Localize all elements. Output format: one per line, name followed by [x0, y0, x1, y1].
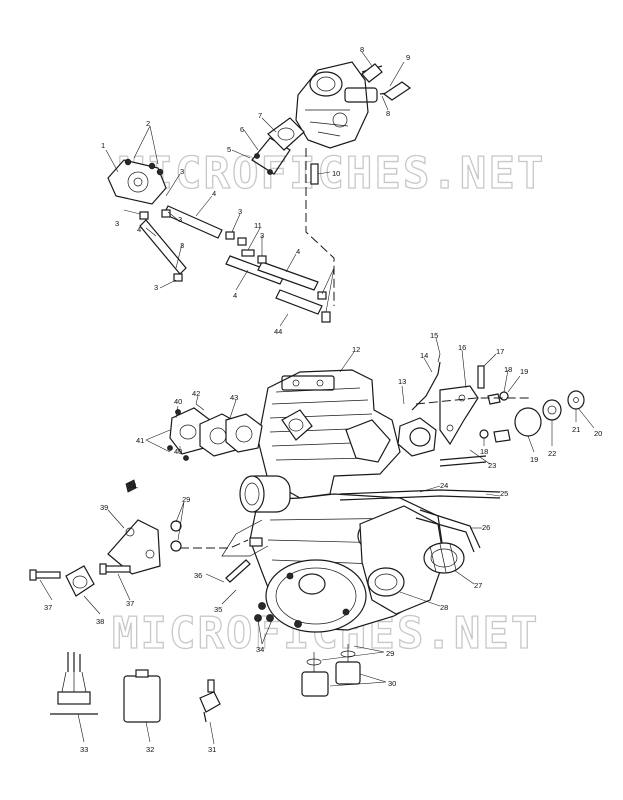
- callout: 37: [44, 603, 52, 612]
- adapter-7: [267, 117, 305, 151]
- callout: 42: [192, 389, 200, 398]
- callout: 4: [233, 291, 237, 300]
- callout: 3: [238, 207, 242, 216]
- callout: 17: [496, 347, 504, 356]
- cdi-box-32: [123, 669, 161, 723]
- callout: 39: [100, 503, 108, 512]
- callout-labels: 1 2 3 3 3 3 3 3 3 4 4 4 4 5 6 7 8 8 9 10…: [44, 45, 602, 754]
- callout: 7: [258, 111, 262, 120]
- front-mount-line: [180, 539, 249, 549]
- carburetor-assembly: [295, 61, 397, 149]
- callout: 5: [227, 145, 231, 154]
- callout: 19: [530, 455, 538, 464]
- callout: 18: [480, 447, 488, 456]
- wire-harness: [221, 519, 269, 583]
- callout: 6: [240, 125, 244, 134]
- callout: 43: [230, 393, 238, 402]
- callout: 41: [136, 436, 144, 445]
- callout: 44: [274, 327, 282, 336]
- mount-bolts-37: [29, 563, 131, 581]
- callout: 3: [180, 241, 184, 250]
- mount-route-line: [415, 397, 530, 405]
- hose-clamps-3: [139, 209, 331, 323]
- callout: 8: [360, 45, 364, 54]
- callout: 3: [178, 215, 182, 224]
- callout: 23: [128, 481, 136, 490]
- engine-mounts-30: [301, 644, 361, 697]
- leader-lines: [39, 51, 595, 745]
- callout: 36: [194, 571, 202, 580]
- front-mount-39: [107, 479, 182, 575]
- callout: 2: [146, 119, 150, 128]
- callout: 21: [572, 425, 580, 434]
- callout: 27: [474, 581, 482, 590]
- fuel-hoses-4: [139, 205, 323, 315]
- callout: 3: [180, 167, 184, 176]
- callout: 16: [458, 343, 466, 352]
- bracket-16: [439, 385, 479, 446]
- hose-route-line: [305, 148, 335, 306]
- callout: 23: [488, 461, 496, 470]
- callout: 4: [212, 189, 216, 198]
- callout: 29: [182, 495, 190, 504]
- sensor-33: [50, 652, 98, 715]
- callout: 4: [137, 225, 141, 234]
- watermark-top: MICROFICHES.NET: [118, 148, 545, 199]
- callout: 3: [154, 283, 158, 292]
- plug-10: [310, 163, 319, 185]
- callout: 19: [520, 367, 528, 376]
- gasket-43: [199, 413, 263, 457]
- callout: 20: [594, 429, 602, 438]
- callout: 22: [548, 449, 556, 458]
- switch-31: [199, 679, 221, 723]
- callout: 18: [504, 365, 512, 374]
- callout: 4: [296, 247, 300, 256]
- callout: 38: [96, 617, 104, 626]
- callout: 33: [80, 745, 88, 754]
- callout: 30: [388, 679, 396, 688]
- callout: 11: [254, 221, 262, 230]
- fuel-pump-1: [107, 158, 167, 205]
- callout: 29: [386, 649, 394, 658]
- oil-filter: [239, 475, 291, 513]
- callout: 34: [256, 645, 264, 654]
- callout: 8: [386, 109, 390, 118]
- gasket-6: [251, 137, 291, 175]
- callout: 12: [352, 345, 360, 354]
- callout: 31: [208, 745, 216, 754]
- boot-28: [367, 567, 405, 597]
- callout: 3: [260, 231, 264, 240]
- callout: 40: [174, 447, 182, 456]
- rubber-mount-38: [65, 565, 95, 597]
- callout: 15: [430, 331, 438, 340]
- callout: 14: [420, 351, 428, 360]
- stator-cover: [265, 559, 367, 633]
- engine-block: [257, 369, 437, 499]
- callout: 40: [174, 397, 182, 406]
- bolts-34: [254, 602, 302, 628]
- callout: 3: [115, 219, 119, 228]
- callout: 10: [332, 169, 340, 178]
- callout: 35: [214, 605, 222, 614]
- callout: 13: [398, 377, 406, 386]
- mount-parts-17-22: [477, 365, 585, 443]
- callout: 25: [500, 489, 508, 498]
- callout: 26: [482, 523, 490, 532]
- boot-27: [423, 542, 465, 574]
- hoses-24-26: [339, 455, 501, 553]
- cable-14-15: [411, 353, 441, 411]
- fitting-11: [241, 249, 255, 257]
- callout: 1: [101, 141, 105, 150]
- callout: 37: [126, 599, 134, 608]
- callout: 28: [440, 603, 448, 612]
- callout: 9: [406, 53, 410, 62]
- vent-hose-8: [361, 63, 412, 101]
- callout: 24: [440, 481, 448, 490]
- callout: 32: [146, 745, 154, 754]
